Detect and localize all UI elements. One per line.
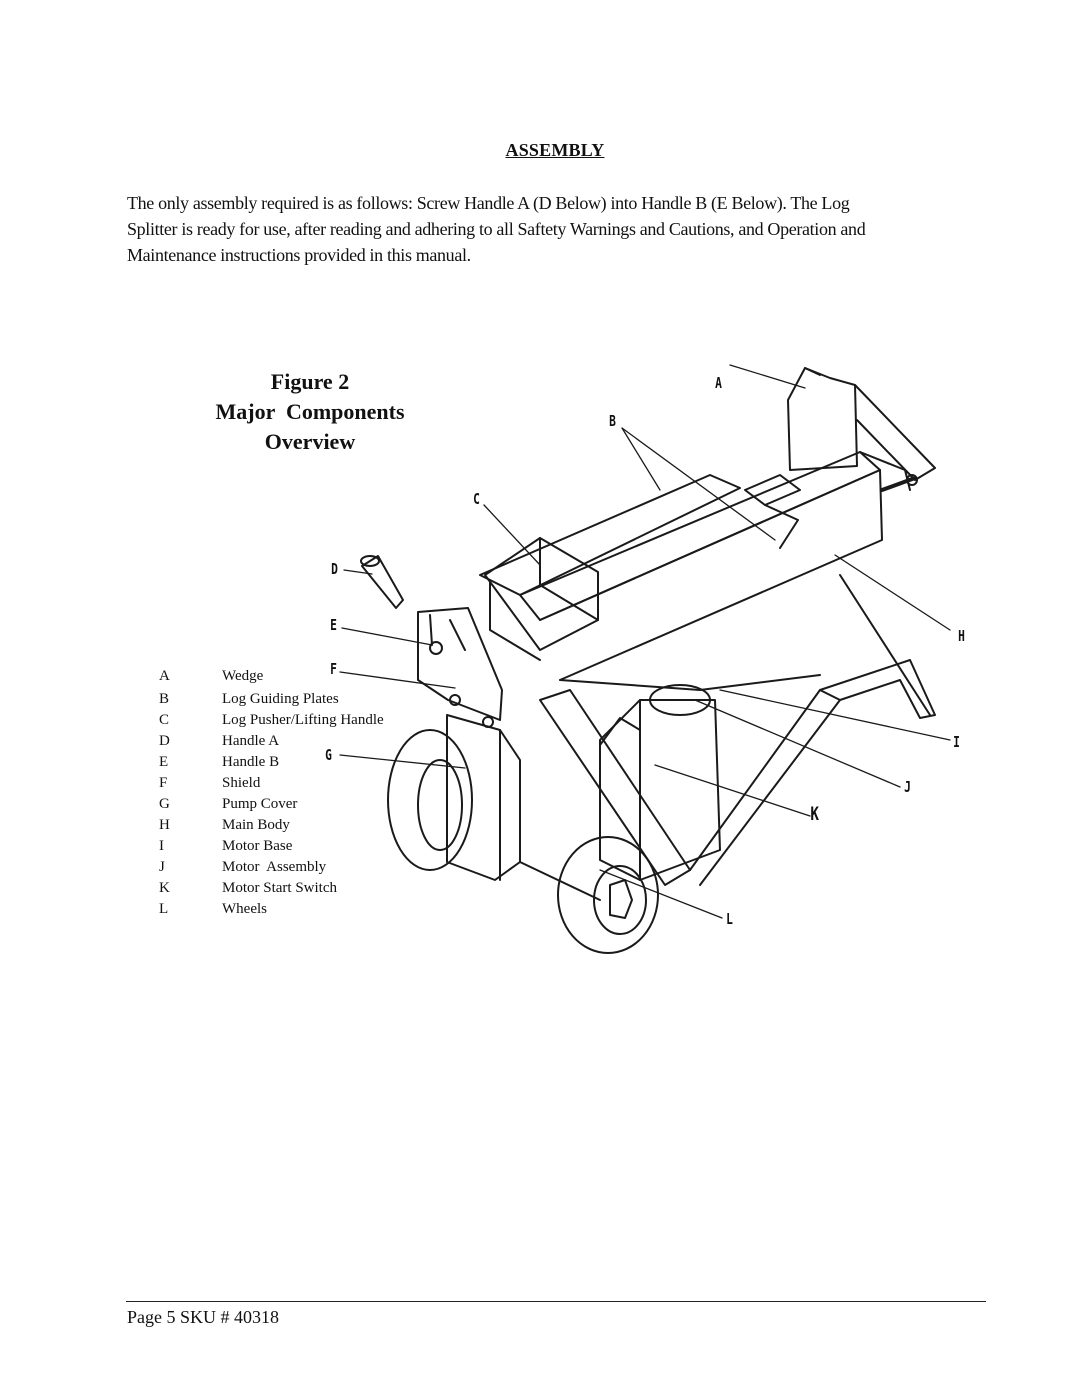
- pump-cover-drawing: [446, 714, 521, 881]
- figure-number: Figure 2: [270, 369, 350, 394]
- wheels-drawing: [387, 729, 659, 954]
- log-splitter-diagram: [339, 364, 951, 954]
- motor-drawing: [599, 684, 721, 881]
- paragraph-line: The only assembly required is as follows…: [127, 193, 850, 213]
- callout-d: D: [331, 560, 338, 578]
- leader-lines: [339, 364, 951, 919]
- wedge-drawing: [787, 367, 936, 481]
- front-plate-drawing: [417, 607, 503, 728]
- pusher-handle-drawing: [484, 537, 599, 661]
- footer-divider: [126, 1301, 986, 1302]
- figure-subtitle: Overview: [264, 429, 356, 454]
- section-heading: ASSEMBLY: [505, 140, 605, 160]
- callout-j: J: [904, 778, 911, 796]
- callout-l: L: [726, 910, 733, 928]
- paragraph-line: Maintenance instructions provided in thi…: [127, 245, 471, 265]
- callout-i: I: [953, 733, 960, 751]
- frame-drawing: [519, 574, 936, 901]
- callout-k: K: [810, 803, 820, 825]
- main-body-drawing: [479, 451, 918, 681]
- assembly-paragraph: The only assembly required is as follows…: [127, 190, 987, 268]
- callout-e: E: [330, 616, 337, 634]
- figure-title: Major Components: [215, 399, 405, 424]
- callout-f: F: [330, 660, 337, 678]
- callout-h: H: [958, 627, 965, 645]
- callout-b: B: [609, 412, 616, 430]
- handle-a-drawing: [360, 555, 404, 609]
- callout-a: A: [715, 374, 722, 392]
- callout-c: C: [473, 490, 480, 508]
- callout-g: G: [325, 746, 332, 764]
- page-footer: Page 5 SKU # 40318: [127, 1307, 279, 1327]
- paragraph-line: Splitter is ready for use, after reading…: [127, 219, 866, 239]
